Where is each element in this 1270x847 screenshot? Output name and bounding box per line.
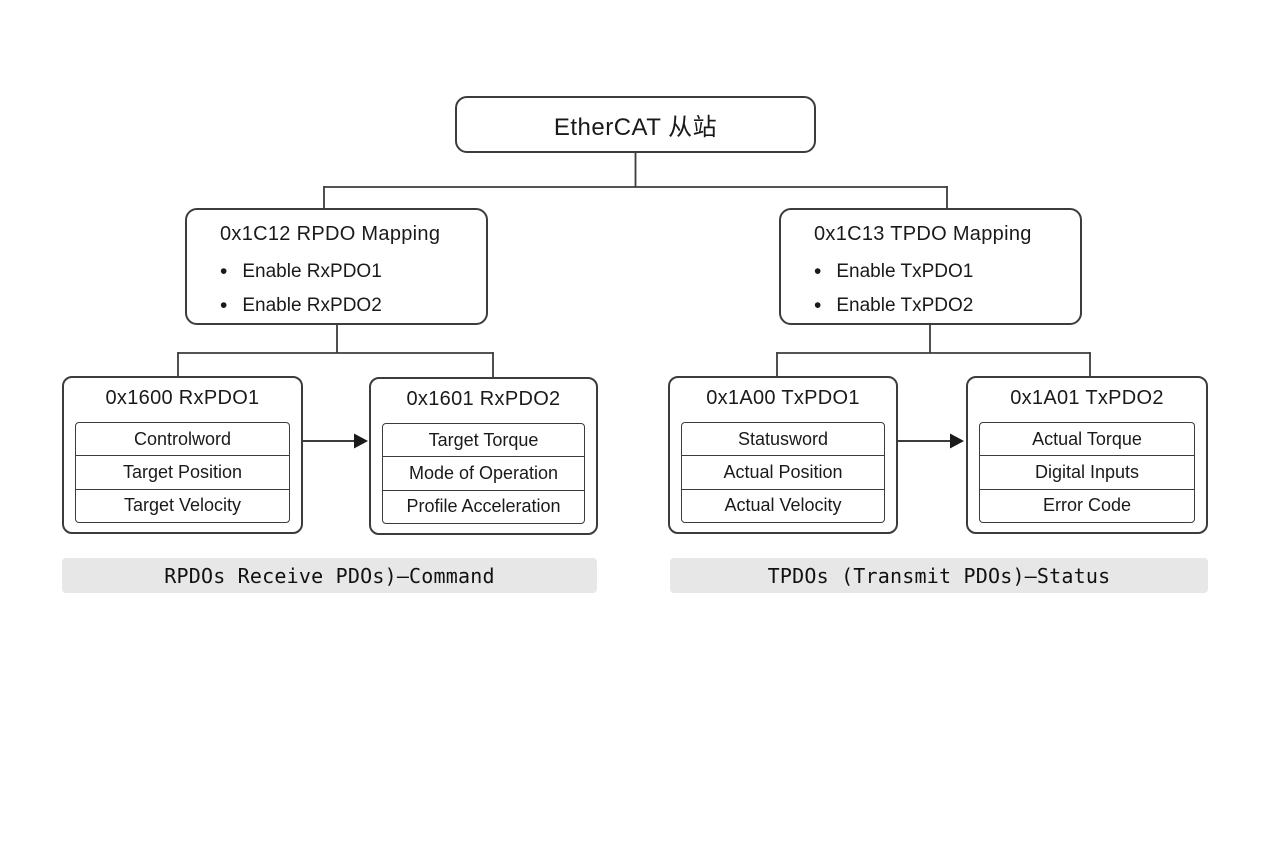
pdo-entry: Actual Torque	[980, 423, 1194, 457]
root-node-ethercat-slave: EtherCAT 从站	[455, 96, 816, 153]
pdo-title: 0x1601 RxPDO2	[406, 388, 561, 410]
pdo-node-rxpdo1: 0x1600 RxPDO1 Controlword Target Positio…	[62, 376, 303, 534]
pdo-node-txpdo2: 0x1A01 TxPDO2 Actual Torque Digital Inpu…	[966, 376, 1208, 534]
arrow-right-icon	[887, 433, 964, 449]
pdo-entry-table: Controlword Target Position Target Veloc…	[75, 422, 290, 523]
pdo-entry-table: Target Torque Mode of Operation Profile …	[382, 423, 585, 524]
list-item-label: Enable RxPDO2	[242, 294, 382, 316]
list-item: • Enable TxPDO2	[814, 293, 1070, 318]
pdo-entry: Actual Position	[682, 456, 884, 490]
pdo-title: 0x1A01 TxPDO2	[1010, 387, 1164, 409]
tree-connector-top	[323, 153, 948, 209]
tree-connector-right	[776, 325, 1091, 377]
bullet-icon: •	[814, 294, 822, 317]
pdo-node-txpdo1: 0x1A00 TxPDO1 Statusword Actual Position…	[668, 376, 898, 534]
pdo-entry: Target Velocity	[123, 495, 242, 516]
pdo-entry: Error Code	[1042, 495, 1132, 516]
pdo-entry: Target Position	[76, 456, 289, 490]
tpdo-mapping-title: 0x1C13 TPDO Mapping	[814, 223, 1032, 245]
pdo-entry-table: Statusword Actual Position Actual Veloci…	[681, 422, 885, 523]
tpdo-mapping-node: 0x1C13 TPDO Mapping • Enable TxPDO1 • En…	[779, 208, 1082, 325]
bullet-icon: •	[220, 294, 228, 317]
pdo-entry: Mode of Operation	[383, 457, 584, 491]
pdo-title: 0x1600 RxPDO1	[105, 387, 260, 409]
list-item: • Enable RxPDO2	[220, 293, 476, 318]
list-item: • Enable TxPDO1	[814, 259, 1070, 284]
rpdo-mapping-node: 0x1C12 RPDO Mapping • Enable RxPDO1 • En…	[185, 208, 488, 325]
list-item-label: Enable RxPDO1	[242, 260, 382, 282]
list-item-label: Enable TxPDO1	[836, 260, 974, 282]
pdo-entry: Target Torque	[383, 424, 584, 458]
bullet-icon: •	[814, 260, 822, 283]
caption-text: RPDOs Receive PDOs)–Command	[164, 563, 495, 588]
pdo-entry: Controlword	[76, 423, 289, 457]
pdo-entry-table: Actual Torque Digital Inputs Error Code	[979, 422, 1195, 523]
bullet-icon: •	[220, 260, 228, 283]
list-item-label: Enable TxPDO2	[836, 294, 974, 316]
pdo-entry: Statusword	[682, 423, 884, 457]
pdo-node-rxpdo2: 0x1601 RxPDO2 Target Torque Mode of Oper…	[369, 377, 598, 535]
pdo-entry: Actual Velocity	[724, 495, 842, 516]
rpdo-mapping-title: 0x1C12 RPDO Mapping	[220, 223, 441, 245]
list-item: • Enable RxPDO1	[220, 259, 476, 284]
pdo-title: 0x1A00 TxPDO1	[706, 387, 860, 409]
caption-text: TPDOs (Transmit PDOs)–Status	[767, 563, 1111, 588]
tree-connector-left	[177, 325, 494, 378]
rpdo-caption-bar: RPDOs Receive PDOs)–Command	[62, 558, 597, 593]
pdo-entry: Profile Acceleration	[406, 496, 561, 517]
pdo-entry: Digital Inputs	[980, 456, 1194, 490]
tpdo-caption-bar: TPDOs (Transmit PDOs)–Status	[670, 558, 1208, 593]
root-node-label: EtherCAT 从站	[553, 114, 718, 141]
